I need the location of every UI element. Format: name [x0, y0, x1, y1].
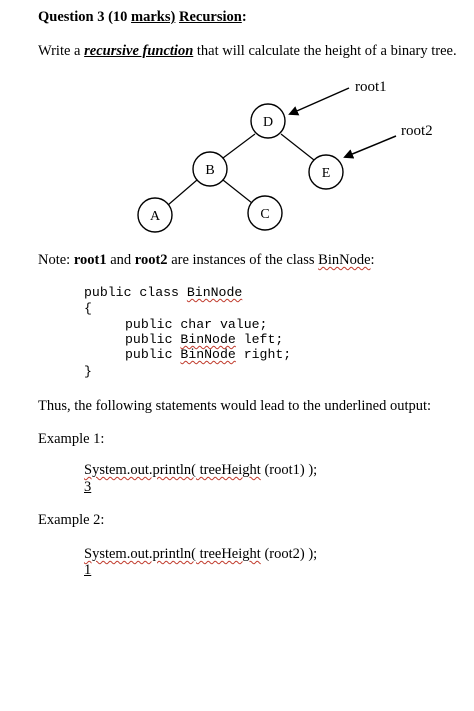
- question-prompt: Write a recursive function that will cal…: [38, 43, 457, 59]
- note-line: Note: root1 and root2 are instances of t…: [38, 252, 375, 268]
- question-heading: Question 3 (10 marks) Recursion:: [38, 9, 247, 25]
- example-1-label: Example 1:: [38, 431, 105, 447]
- node-e-circle: [308, 154, 344, 190]
- node-a-label: A: [150, 209, 161, 224]
- code-line-4: public BinNode left;: [125, 332, 284, 347]
- edge-d-b: [222, 133, 256, 159]
- marks-text: marks): [131, 9, 176, 25]
- example-2-statement: System.out.println( treeHeight (root2) )…: [84, 546, 318, 562]
- code-line-5: public BinNode right;: [125, 347, 292, 362]
- root1-label: root1: [355, 79, 387, 95]
- node-e-label: E: [322, 166, 331, 181]
- topic-text: Recursion: [178, 9, 242, 25]
- example-2-label: Example 2:: [38, 512, 105, 528]
- node-b-label: B: [205, 163, 214, 178]
- edge-b-a: [167, 179, 198, 206]
- thus-line: Thus, the following statements would lea…: [38, 398, 432, 414]
- node-b-circle: [192, 151, 228, 187]
- code-line-1: public class BinNode: [84, 285, 243, 300]
- example-2-output: 1: [84, 562, 92, 578]
- node-c-circle: [247, 195, 283, 231]
- code-line-3: public char value;: [125, 317, 268, 332]
- edge-d-e: [280, 133, 315, 161]
- root2-label: root2: [401, 123, 433, 139]
- class-name: BinNode: [318, 252, 371, 268]
- root2-arrow: [343, 135, 397, 159]
- emphasis-text: recursive function: [84, 43, 194, 59]
- code-line-6: }: [84, 364, 92, 379]
- node-d-circle: [250, 103, 286, 139]
- node-d-label: D: [263, 115, 273, 130]
- root1-arrow: [288, 87, 350, 116]
- edge-b-c: [222, 179, 253, 204]
- example-1-statement: System.out.println( treeHeight (root1) )…: [84, 462, 318, 478]
- example-1-output: 3: [84, 479, 92, 495]
- node-a-circle: [137, 197, 173, 233]
- code-line-2: {: [84, 301, 92, 316]
- node-c-label: C: [260, 207, 269, 222]
